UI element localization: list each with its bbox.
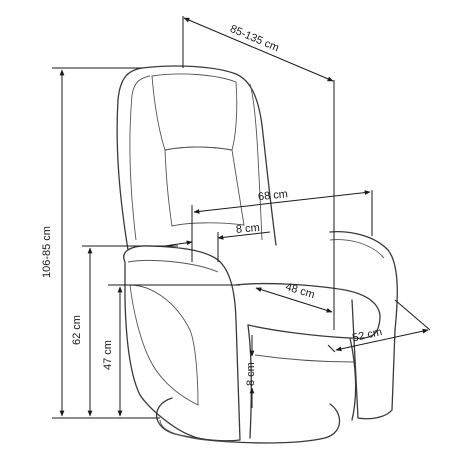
armrest-depth-dimension <box>335 328 429 352</box>
back-cushion <box>164 146 245 227</box>
seat-depth-dimension <box>255 287 333 313</box>
total-width-label: 85-135 cm <box>228 23 281 54</box>
left-armrest-panel <box>129 284 199 406</box>
recliner-chair-illustration <box>116 65 398 444</box>
head-cushion <box>151 73 238 151</box>
dimension-lines <box>52 16 431 419</box>
armrest-depth-label: 52 cm <box>351 326 383 344</box>
backrest-seam-left <box>129 75 151 241</box>
chair-base <box>155 397 341 444</box>
left-armrest-top <box>127 260 219 273</box>
right-armrest-top <box>329 239 385 259</box>
left-armrest <box>123 245 241 442</box>
armrest-width-dimension <box>164 240 193 247</box>
seat-width-label: 68 cm <box>257 188 288 203</box>
armrest-width-label: 8 cm <box>235 222 260 236</box>
chair-base-foot <box>159 419 231 443</box>
backrest-seam-right <box>249 83 263 241</box>
footrest-seam <box>254 354 355 363</box>
seat-width-dimension <box>193 190 371 214</box>
total-width-dimension <box>183 17 334 82</box>
footrest-gap-label: 8 cm <box>245 362 257 386</box>
armrest-height-label: 62 cm <box>71 315 83 345</box>
total-height-label: 106-85 cm <box>41 226 53 278</box>
seat-cushion <box>235 282 381 340</box>
right-armrest <box>329 230 398 420</box>
seat-height-label: 47 cm <box>102 340 114 370</box>
